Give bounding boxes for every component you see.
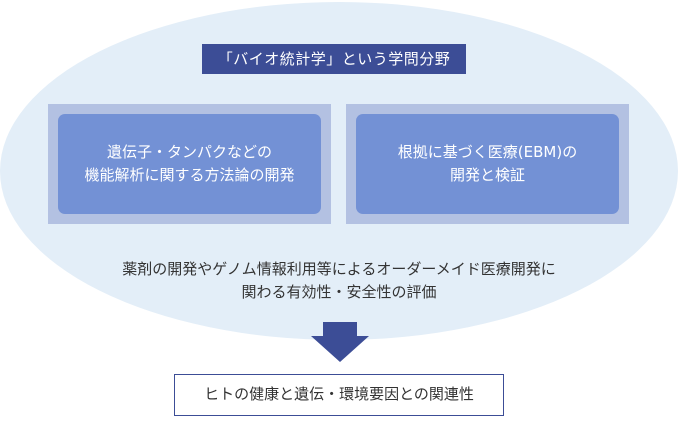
ebm-panel-inner: 根拠に基づく医療(EBM)の 開発と検証 — [356, 114, 619, 214]
functional-analysis-panel-inner: 遺伝子・タンパクなどの 機能解析に関する方法論の開発 — [58, 114, 321, 214]
functional-analysis-text: 遺伝子・タンパクなどの 機能解析に関する方法論の開発 — [84, 143, 295, 184]
field-title: 「バイオ統計学」という学問分野 — [202, 44, 466, 74]
down-arrow-shape — [311, 322, 369, 362]
down-arrow-icon — [311, 322, 369, 362]
evaluation-description: 薬剤の開発やゲノム情報利用等によるオーダーメイド医療開発に 関わる有効性・安全性… — [122, 260, 556, 301]
ebm-panel: 根拠に基づく医療(EBM)の 開発と検証 — [346, 104, 629, 224]
result-box: ヒトの健康と遺伝・環境要因との関連性 — [174, 374, 504, 416]
ebm-text: 根拠に基づく医療(EBM)の 開発と検証 — [397, 143, 578, 184]
functional-analysis-panel: 遺伝子・タンパクなどの 機能解析に関する方法論の開発 — [48, 104, 331, 224]
